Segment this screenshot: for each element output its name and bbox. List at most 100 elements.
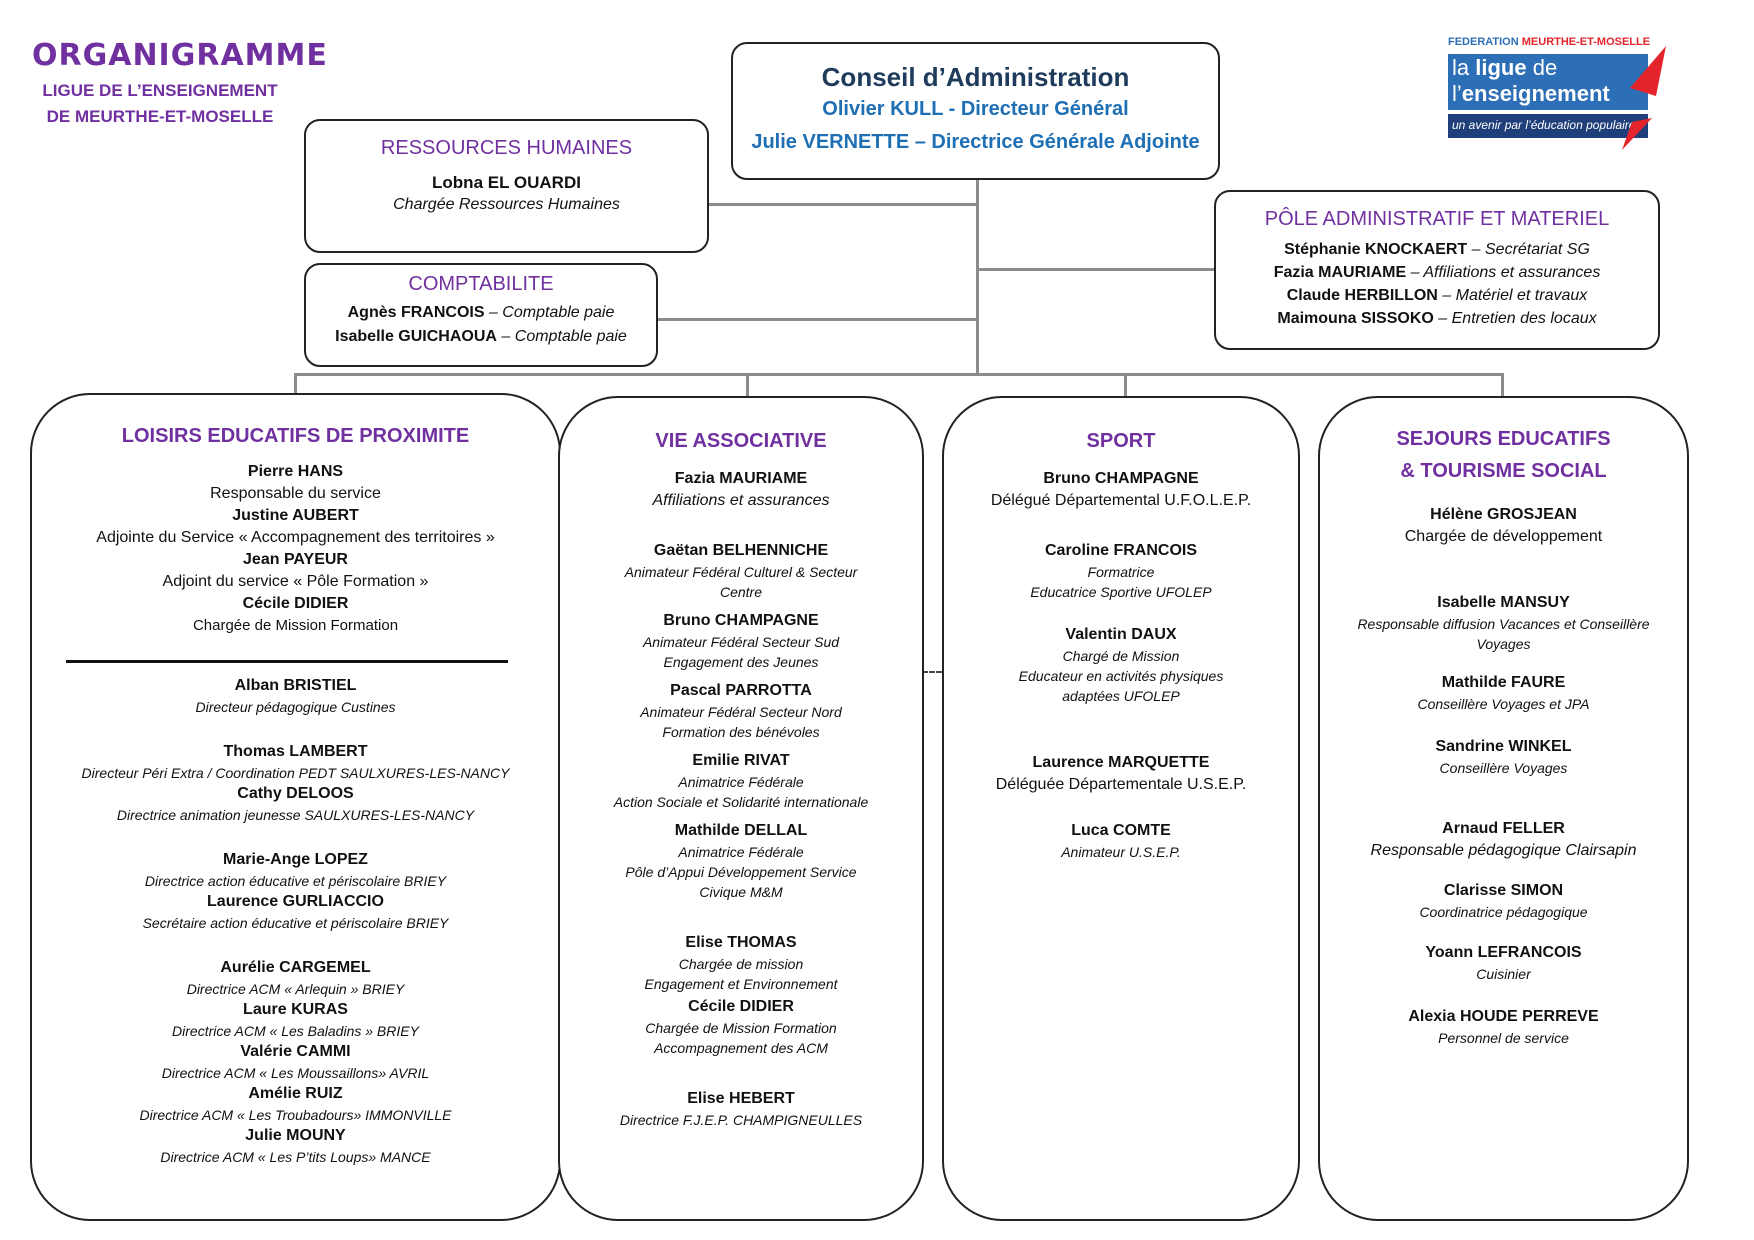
vie-box: VIE ASSOCIATIVE Fazia MAURIAME Affiliati…	[558, 396, 924, 1221]
sport-role: Déléguée Départementale U.S.E.P.	[995, 776, 1247, 793]
vie-name: Cécile DIDIER	[688, 998, 794, 1015]
pole-row-1: Stéphanie KNOCKAERT – Secrétariat SG	[1216, 238, 1658, 261]
sejours-role: Responsable pédagogique Clairsapin	[1370, 842, 1637, 859]
rh-title: RESSOURCES HUMAINES	[380, 137, 633, 159]
vie-name: Pascal PARROTTA	[670, 682, 812, 699]
vie-name: Bruno CHAMPAGNE	[663, 612, 819, 629]
compta-row-2: Isabelle GUICHAOUA – Comptable paie	[306, 325, 656, 348]
sejours-role: Personnel de service	[1438, 1030, 1569, 1046]
loisirs-role: Directrice ACM « Arlequin » BRIEY	[186, 981, 405, 997]
sejours-name: Hélène GROSJEAN	[1430, 506, 1577, 523]
loisirs-role: Directeur Péri Extra / Coordination PEDT…	[81, 765, 510, 781]
logo-de: de	[1532, 55, 1558, 80]
pole-row-4: Maimouna SISSOKO – Entretien des locaux	[1216, 307, 1658, 330]
sport-name: Laurence MARQUETTE	[1032, 754, 1210, 771]
logo-la: la	[1452, 55, 1470, 80]
loisirs-role: Adjointe du Service « Accompagnement des…	[96, 529, 495, 546]
sport-box: SPORT Bruno CHAMPAGNE Délégué Départemen…	[942, 396, 1300, 1221]
connector-drop-sejours	[1501, 373, 1504, 396]
compta-row-1: Agnès FRANCOIS – Comptable paie	[306, 301, 656, 324]
sejours-role: Chargée de développement	[1404, 528, 1603, 545]
vie-name: Elise HEBERT	[687, 1090, 795, 1107]
connector-rh	[708, 203, 978, 206]
loisirs-top-group: Pierre HANS Responsable du service Justi…	[44, 461, 547, 637]
ligue-logo: FEDERATION MEURTHE-ET-MOSELLE la ligue d…	[1448, 36, 1688, 156]
pole-role-1: – Secrétariat SG	[1467, 241, 1590, 258]
compta-role-2: – Comptable paie	[496, 328, 627, 345]
dashed-connector	[922, 671, 942, 673]
logo-line2: l’enseignement	[1452, 81, 1610, 107]
conseil-title: Conseil d’Administration	[821, 62, 1130, 92]
connector-compta	[658, 318, 978, 321]
vie-title: VIE ASSOCIATIVE	[655, 430, 827, 452]
pole-box: PÔLE ADMINISTRATIF ET MATERIEL Stéphanie…	[1214, 190, 1660, 350]
sejours-title-2: & TOURISME SOCIAL	[1400, 460, 1607, 482]
loisirs-name: Cécile DIDIER	[242, 595, 349, 612]
logo-apostrophe: l’	[1452, 81, 1462, 106]
sejours-role: Voyages	[1476, 636, 1531, 652]
rh-name: Lobna EL OUARDI	[432, 173, 581, 192]
pole-role-2: – Affiliations et assurances	[1406, 264, 1601, 281]
sport-name: Caroline FRANCOIS	[1044, 542, 1197, 559]
loisirs-name: Justine AUBERT	[232, 507, 359, 524]
loisirs-role: Adjoint du service « Pôle Formation »	[162, 573, 429, 590]
loisirs-role: Directrice ACM « Les Troubadours» IMMONV…	[139, 1107, 452, 1123]
vie-name: Emilie RIVAT	[692, 752, 790, 769]
loisirs-role: Directeur pédagogique Custines	[195, 699, 396, 715]
sport-name: Bruno CHAMPAGNE	[1043, 470, 1199, 487]
loisirs-role: Directrice ACM « Les P’tits Loups» MANCE	[160, 1149, 431, 1165]
loisirs-name: Marie-Ange LOPEZ	[223, 851, 368, 868]
loisirs-role: Directrice ACM « Les Baladins » BRIEY	[172, 1023, 419, 1039]
loisirs-name: Laure KURAS	[243, 1001, 348, 1018]
sejours-staff: Hélène GROSJEAN Chargée de développement…	[1332, 504, 1675, 1048]
logo-ligue: ligue	[1475, 55, 1527, 80]
sejours-name: Alexia HOUDE PERREVE	[1408, 1008, 1599, 1025]
vie-role: Animatrice Fédérale	[678, 844, 804, 860]
vie-role: Engagement des Jeunes	[663, 654, 819, 670]
sejours-role: Conseillère Voyages et JPA	[1417, 696, 1590, 712]
connector-trunk	[976, 180, 979, 376]
sport-role: Educateur en activités physiques	[1018, 668, 1224, 684]
sport-name: Luca COMTE	[1071, 822, 1171, 839]
vie-role: Formation des bénévoles	[662, 724, 820, 740]
loisirs-staff: Alban BRISTIEL Directeur pédagogique Cus…	[44, 675, 547, 1167]
sport-role: Educatrice Sportive UFOLEP	[1030, 584, 1212, 600]
conseil-director: Olivier KULL - Directeur Général	[822, 98, 1129, 120]
sport-staff: Bruno CHAMPAGNE Délégué Départemental U.…	[956, 468, 1286, 862]
conseil-deputy: Julie VERNETTE – Directrice Générale Adj…	[751, 131, 1200, 153]
vie-name: Elise THOMAS	[685, 934, 797, 951]
org-title: ORGANIGRAMME	[32, 38, 328, 73]
vie-name: Mathilde DELLAL	[674, 822, 808, 839]
pole-name-3: Claude HERBILLON	[1286, 287, 1438, 304]
loisirs-divider	[66, 660, 508, 663]
rh-role: Chargée Ressources Humaines	[393, 196, 620, 213]
loisirs-title: LOISIRS EDUCATIFS DE PROXIMITE	[121, 425, 470, 447]
logo-department: MEURTHE-ET-MOSELLE	[1521, 36, 1651, 48]
loisirs-role: Secrétaire action éducative et périscola…	[142, 915, 449, 931]
sport-role: Formatrice	[1087, 564, 1155, 580]
vie-role: Animateur Fédéral Culturel & Secteur	[624, 564, 858, 580]
pole-name-4: Maimouna SISSOKO	[1277, 310, 1434, 327]
vie-role: Engagement et Environnement	[644, 976, 838, 992]
logo-enseignement: enseignement	[1461, 81, 1610, 106]
pole-row-3: Claude HERBILLON – Matériel et travaux	[1216, 284, 1658, 307]
loisirs-role: Responsable du service	[210, 485, 381, 502]
pole-name-1: Stéphanie KNOCKAERT	[1284, 241, 1468, 258]
loisirs-name: Cathy DELOOS	[237, 785, 354, 802]
sejours-name: Sandrine WINKEL	[1435, 738, 1572, 755]
vie-role: Animateur Fédéral Secteur Sud	[642, 634, 840, 650]
loisirs-role: Directrice animation jeunesse SAULXURES-…	[116, 807, 475, 823]
logo-tagline: un avenir par l’éducation populaire	[1452, 118, 1636, 132]
vie-role: Chargée de mission	[678, 956, 804, 972]
logo-tagline-bar	[1448, 114, 1648, 138]
sport-role: Animateur U.S.E.P.	[1061, 844, 1181, 860]
compta-role-1: – Comptable paie	[484, 304, 615, 321]
sport-role: adaptées UFOLEP	[1062, 688, 1180, 704]
sejours-role: Coordinatrice pédagogique	[1419, 904, 1588, 920]
compta-box: COMPTABILITE Agnès FRANCOIS – Comptable …	[304, 263, 658, 367]
sejours-role: Conseillère Voyages	[1439, 760, 1568, 776]
loisirs-name: Valérie CAMMI	[240, 1043, 351, 1060]
compta-title: COMPTABILITE	[408, 273, 554, 295]
vie-role: Action Sociale et Solidarité internation…	[613, 794, 869, 810]
sport-role: Chargé de Mission	[1062, 648, 1180, 664]
